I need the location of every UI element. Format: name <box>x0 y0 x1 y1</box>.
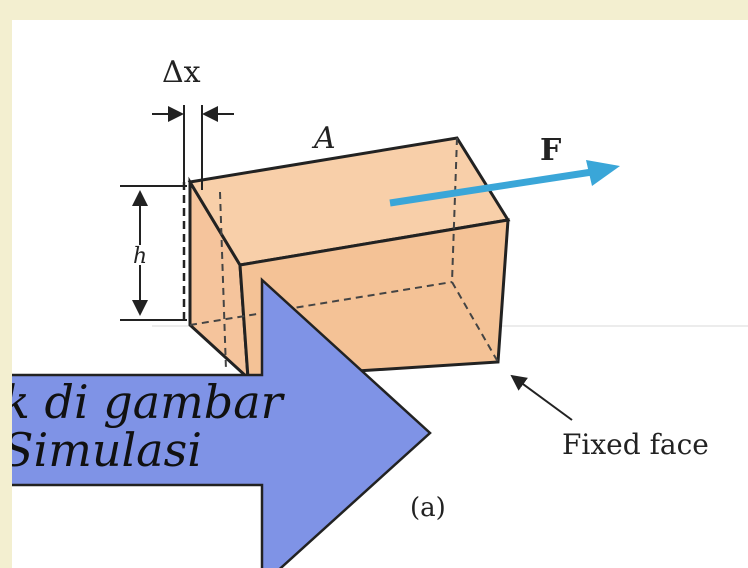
hidden-edge <box>219 191 227 371</box>
force-arrow: F <box>389 133 620 207</box>
fixed-face-leader <box>510 374 573 421</box>
force-arrow-shaft <box>389 168 593 207</box>
height-label: h <box>133 244 147 269</box>
hidden-edge <box>189 281 453 326</box>
callout-text-line1: k di gambar <box>12 375 286 429</box>
panel-label: (a) <box>410 493 446 523</box>
force-arrow-head <box>586 160 620 186</box>
area-label: A <box>311 121 336 156</box>
shear-stress-diagram: Δx A h F Fixed face (a) k di gambar Simu… <box>12 55 748 568</box>
callout-text-line2: Simulasi <box>12 423 202 477</box>
hidden-edge <box>451 281 499 363</box>
fixed-face-pointer: Fixed face <box>510 374 709 461</box>
delta-x-label: Δx <box>162 55 201 90</box>
force-label: F <box>540 133 561 168</box>
delta-x-dimension: Δx <box>152 55 234 190</box>
diagram-frame: Δx A h F Fixed face (a) k di gambar Simu… <box>12 20 748 568</box>
callout-arrow[interactable]: k di gambar Simulasi <box>12 277 432 568</box>
hidden-edge <box>451 137 458 283</box>
height-dimension: h <box>120 185 187 321</box>
fixed-face-label: Fixed face <box>562 428 709 461</box>
sheared-block <box>182 136 511 382</box>
callout-arrow-shape[interactable] <box>12 277 432 568</box>
